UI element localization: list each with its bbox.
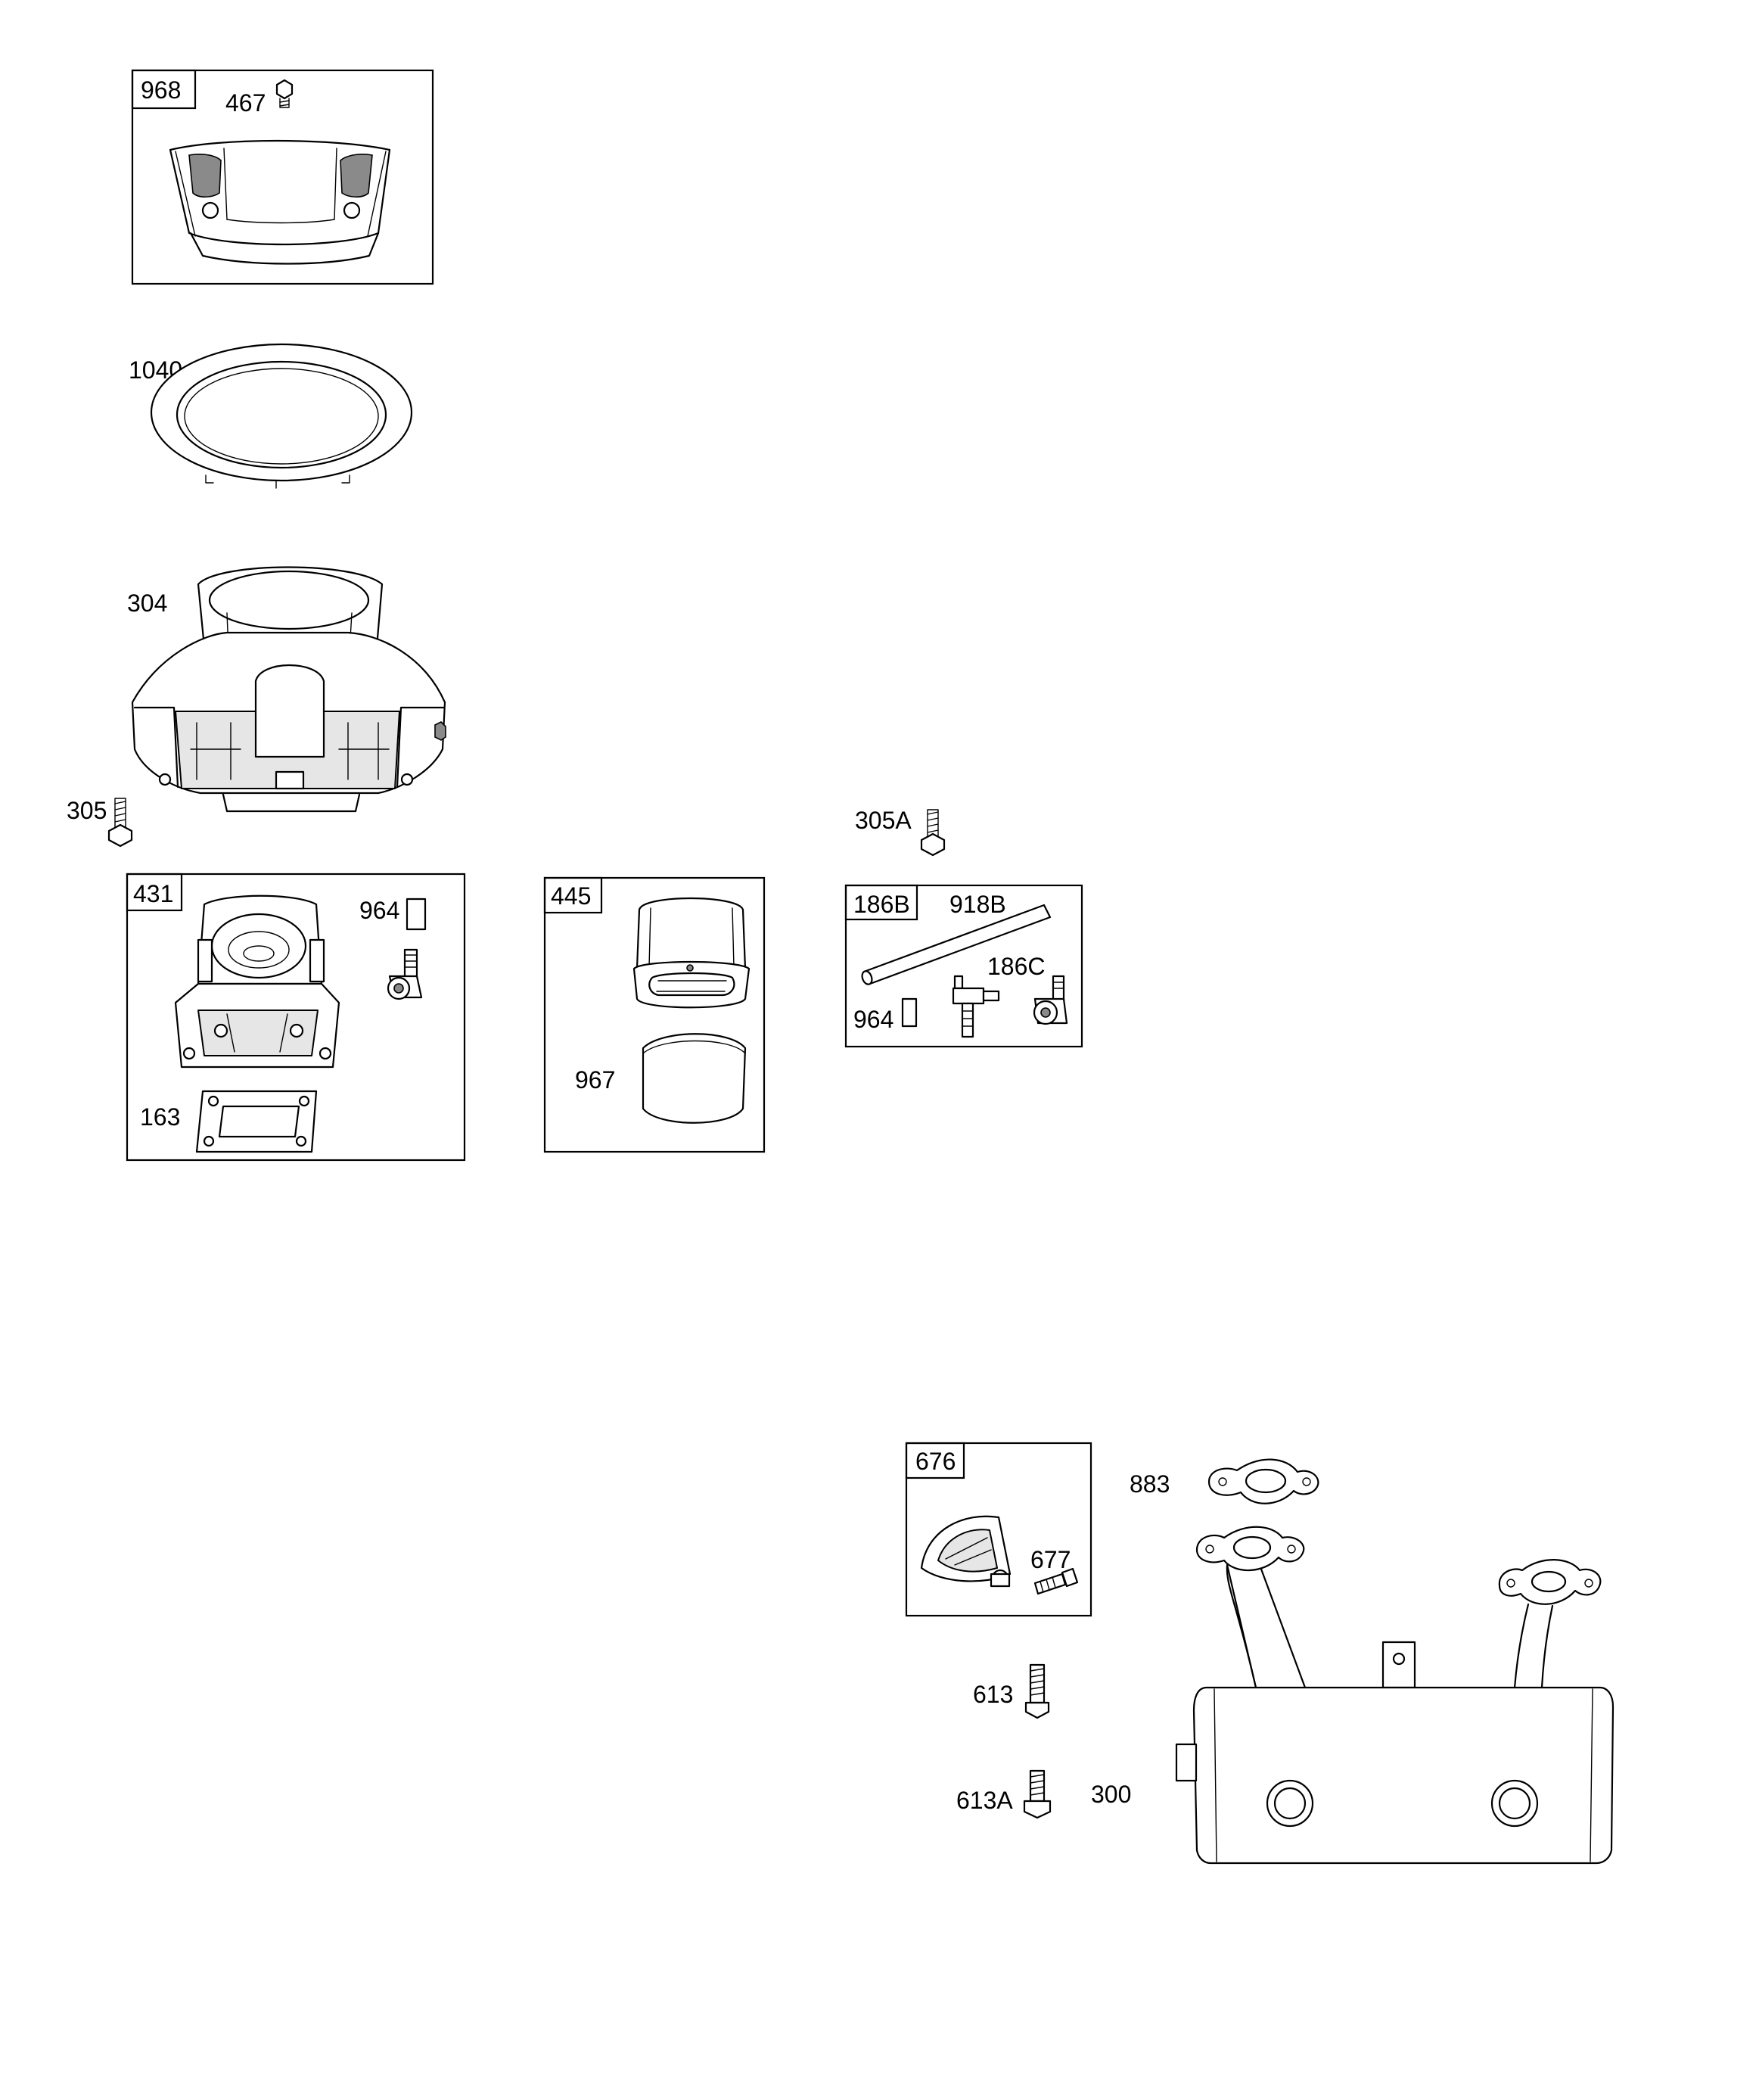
screw-613-part: [1024, 1663, 1050, 1719]
kit-186B-box: [844, 884, 1083, 1048]
callout-964a[interactable]: 964: [359, 897, 399, 924]
tube-964b-part: [901, 997, 918, 1028]
callout-305A[interactable]: 305A: [855, 807, 912, 834]
fitting-431-part: [387, 948, 423, 1000]
callout-918B[interactable]: 918B: [949, 891, 1006, 918]
screw-613A-part: [1023, 1769, 1052, 1819]
air-filter-445-part: [632, 897, 751, 1009]
callout-305[interactable]: 305: [67, 797, 107, 824]
kit-431-tab: [126, 873, 183, 912]
callout-300[interactable]: 300: [1091, 1781, 1131, 1808]
muffler-300-part: [1175, 1526, 1614, 1865]
gasket-883-group: 883: [1130, 1458, 1319, 1504]
kit-968-box: [131, 69, 434, 285]
muffler-300-group: 300: [1091, 1526, 1614, 1865]
kit-445-box: [543, 876, 766, 1153]
pre-cleaner-967-part: [642, 1033, 747, 1124]
callout-613[interactable]: 613: [973, 1681, 1013, 1708]
elbow-186C-part: [1033, 975, 1068, 1025]
kit-431-box: [126, 873, 466, 1162]
callout-431[interactable]: 431: [133, 880, 173, 907]
callout-163[interactable]: 163: [140, 1103, 180, 1131]
kit-968-tab: [131, 69, 197, 110]
callout-467[interactable]: 467: [225, 89, 266, 117]
callout-967[interactable]: 967: [575, 1066, 615, 1094]
callout-445[interactable]: 445: [551, 882, 591, 910]
kit-676-group: 676 677: [905, 1442, 1092, 1617]
screw-467-part: [275, 79, 294, 108]
callout-968[interactable]: 968: [141, 76, 181, 104]
screw-613-group: 613: [973, 1663, 1050, 1719]
gasket-163-part: [195, 1090, 318, 1153]
kit-676-tab: [905, 1442, 965, 1479]
callout-186B[interactable]: 186B: [853, 891, 910, 918]
screw-305-group: 305: [67, 797, 133, 848]
kit-968-group: 968 467: [131, 69, 434, 285]
kit-186B-tab: [844, 884, 918, 921]
callout-883[interactable]: 883: [1130, 1470, 1170, 1498]
kit-431-group: 431 964 163: [126, 873, 466, 1162]
air-cleaner-base-431-part: [174, 894, 340, 1069]
callout-964b[interactable]: 964: [853, 1006, 893, 1033]
callout-677[interactable]: 677: [1030, 1546, 1071, 1573]
callout-676[interactable]: 676: [915, 1448, 956, 1475]
screw-677-part: [1033, 1567, 1079, 1595]
tube-964a-part: [406, 898, 427, 931]
screw-305A-group: 305A: [855, 807, 946, 857]
cover-968-part: [169, 139, 391, 265]
kit-186B-group: 186B 918B 186C 964: [844, 884, 1083, 1048]
callout-613A[interactable]: 613A: [956, 1787, 1013, 1814]
tube-918B-part: [861, 904, 1052, 985]
screw-305-part: [107, 798, 133, 848]
tee-fitting-186B-part: [952, 975, 1000, 1038]
deflector-676-part: [920, 1515, 1012, 1588]
gasket-883-part: [1207, 1458, 1319, 1504]
kit-445-group: 445 967: [543, 876, 766, 1153]
callout-186C[interactable]: 186C: [987, 953, 1046, 980]
screw-613A-group: 613A: [956, 1769, 1052, 1819]
kit-676-box: [905, 1442, 1092, 1617]
screw-305A-part: [920, 809, 946, 857]
kit-445-tab: [543, 876, 603, 914]
callout-304[interactable]: 304: [127, 590, 167, 617]
ring-1040-part: 1040: [129, 343, 413, 489]
blower-housing-304-part: 304: [127, 566, 446, 813]
